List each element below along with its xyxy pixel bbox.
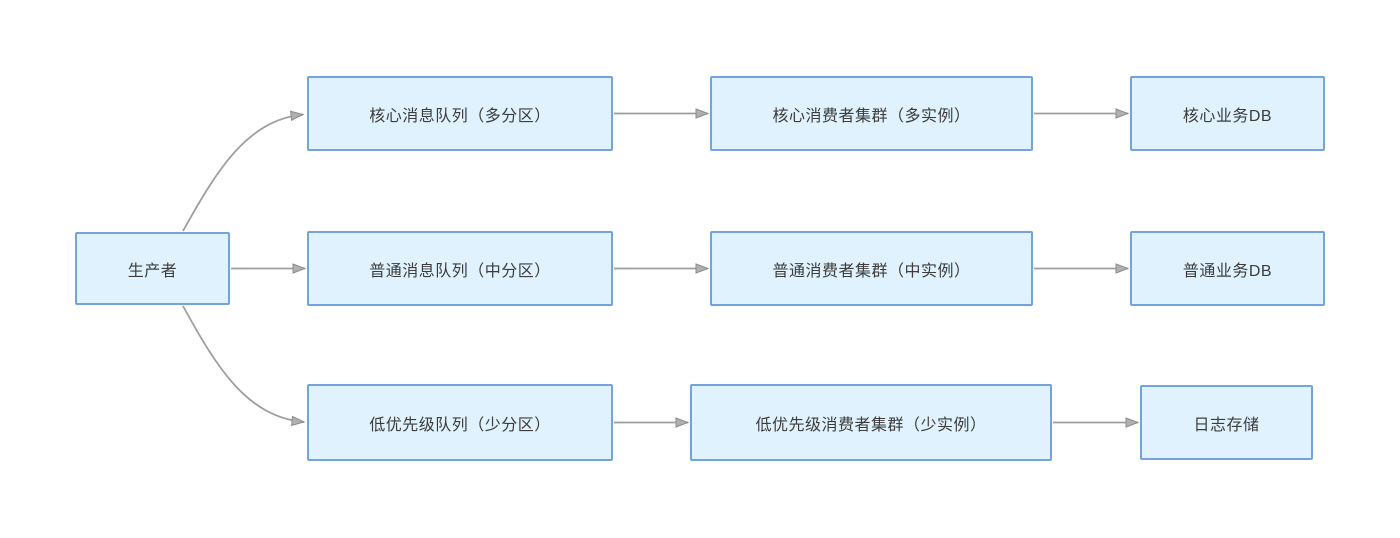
node-low-consumers: 低优先级消费者集群（少实例）: [690, 384, 1052, 461]
node-normal-db: 普通业务DB: [1130, 231, 1325, 306]
node-log-storage: 日志存储: [1140, 385, 1313, 460]
node-core-db: 核心业务DB: [1130, 76, 1325, 151]
edge-producer-low-queue: [182, 305, 304, 422]
node-low-queue: 低优先级队列（少分区）: [307, 384, 613, 461]
node-core-queue: 核心消息队列（多分区）: [307, 76, 613, 151]
node-normal-queue: 普通消息队列（中分区）: [307, 231, 613, 306]
edge-producer-core-queue: [182, 115, 303, 232]
node-producer: 生产者: [75, 232, 230, 305]
node-core-consumers: 核心消费者集群（多实例）: [710, 76, 1033, 151]
node-normal-consumers: 普通消费者集群（中实例）: [710, 231, 1033, 306]
